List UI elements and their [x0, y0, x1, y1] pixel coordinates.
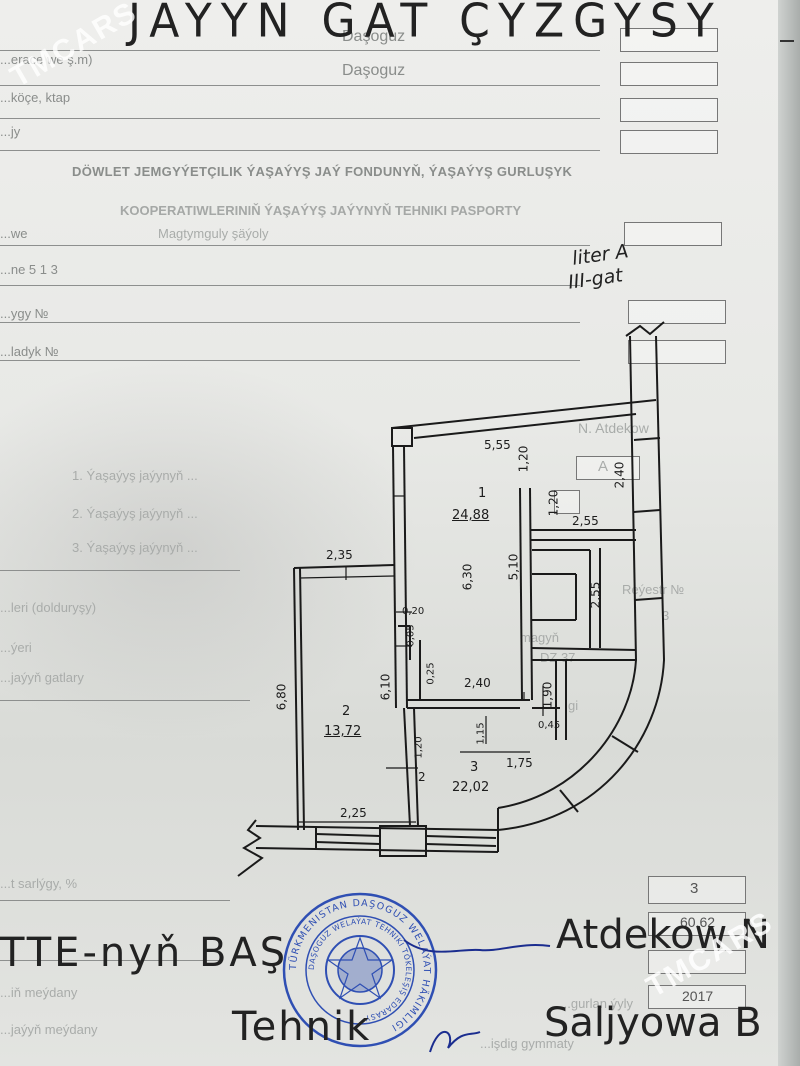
bg-liter: A: [598, 458, 609, 475]
bg-magyn: magyň: [520, 630, 560, 645]
field-box: [648, 912, 746, 936]
field-label: ...ladyk №: [0, 344, 59, 359]
tech-signature-label: Tehnik: [232, 1004, 372, 1050]
dimension-label: 6,80: [274, 683, 289, 711]
field-label: ...ygy №: [0, 306, 49, 321]
dimension-label: 0,25: [425, 662, 437, 685]
field-label: ...ne 5 1 3: [0, 262, 58, 277]
field-label: ...we: [0, 226, 28, 241]
dimension-label: 2,55: [588, 581, 603, 609]
field-rule: [0, 50, 600, 51]
owner-label: Magtymguly şäýoly: [158, 226, 269, 241]
dimension-label: 0,05: [405, 624, 417, 647]
field-rule: [0, 900, 230, 901]
signatory-name-2: Saljyowa B: [544, 1000, 762, 1046]
field-box: [624, 222, 722, 246]
field-rule: [0, 960, 220, 961]
room-number: 2: [342, 704, 351, 719]
room-number: 1: [478, 486, 487, 501]
field-label: ...jy: [0, 124, 21, 139]
signatory-name-1: Atdekow N: [556, 912, 770, 958]
bg-gi: gi: [568, 698, 579, 713]
field-rule: [0, 285, 580, 286]
paper-shadow: [0, 360, 420, 740]
field-box: [648, 985, 746, 1009]
field-label: ...erace we ş.m): [0, 52, 93, 67]
field-box: [628, 340, 726, 364]
city-label: Daşoguz: [342, 62, 406, 79]
footer-value-3: 3: [690, 880, 699, 897]
room-area: 13,72: [324, 724, 362, 739]
dimension-label: 5,10: [506, 553, 521, 581]
footer-value-year: 2017: [682, 988, 714, 1004]
field-box: [620, 130, 718, 154]
official-stamp: TÜRKMENISTAN DAŞOGUZ WELAÝAT HÄKIMLIGI D…: [282, 892, 438, 1048]
room-number: 3: [470, 760, 479, 775]
field-label: ...köçe, ktap: [0, 90, 71, 105]
room-area: 22,02: [452, 780, 490, 795]
liter-box: [576, 456, 640, 480]
field-box: [620, 62, 718, 86]
plan-walls: [237, 321, 665, 877]
field-box: [648, 950, 746, 974]
dimension-label: 2,25: [340, 806, 367, 820]
field-rule: [0, 118, 600, 119]
dimension-label: 1,20: [516, 445, 531, 473]
dimension-label: 2,40: [464, 676, 491, 690]
footer-label: ...iň meýdany: [0, 985, 78, 1000]
bg-item: 1. Ýaşaýyş jaýynyň ...: [72, 468, 198, 483]
dimension-label: 6,10: [378, 673, 393, 701]
bg-item: 3. Ýaşaýyş jaýynyň ...: [72, 540, 198, 555]
room-area: 24,88: [452, 508, 490, 523]
dimension-label: 5,55: [484, 438, 511, 452]
column: [391, 427, 413, 447]
reg-box: [554, 490, 580, 514]
field-box: [620, 98, 718, 122]
footer-label: ...gurlan ýyly: [560, 996, 633, 1011]
field-rule: [0, 570, 240, 571]
city-label: Daşoguz: [342, 28, 406, 45]
bg-reg-value: 3: [662, 608, 670, 623]
field-rule: [0, 245, 590, 246]
bg-item: 2. Ýaşaýyş jaýynyň ...: [72, 506, 198, 521]
page-edge: [778, 0, 800, 1066]
dimension-label: 1,20: [413, 736, 425, 759]
column: [379, 825, 427, 857]
dimension-label: 1,20: [546, 489, 561, 517]
footer-label: ...jaýyň meýdany: [0, 1022, 98, 1037]
field-rule: [0, 322, 580, 323]
bg-reg-label: Reýestr №: [622, 582, 685, 597]
field-rule: [0, 85, 600, 86]
field-rule: [0, 360, 580, 361]
org-signature-label: TTE-nyň BAŞ: [0, 930, 289, 976]
bg-label: ...ýeri: [0, 640, 32, 655]
dimension-label: 0,45: [538, 720, 561, 731]
dimension-label: 6,30: [460, 563, 475, 591]
dimension-label: 2,55: [572, 514, 599, 528]
bg-label: ...leri (dolduryşy): [0, 600, 97, 615]
plan-title: JAYYN GAT ÇYZGYSY: [128, 0, 723, 49]
dimension-label: 1,75: [506, 756, 533, 770]
field-box: [620, 28, 718, 52]
dimension-label: 0,20: [402, 606, 425, 617]
field-box: [648, 876, 746, 904]
signature: [403, 939, 551, 1053]
footer-value-area: 60,62: [680, 914, 716, 930]
bg-label: ...jaýyň gatlary: [0, 670, 84, 685]
field-box: [628, 300, 726, 324]
dimension-label: 2: [418, 770, 426, 784]
field-rule: [0, 150, 600, 151]
footer-label: ...işdig gymmaty: [480, 1036, 574, 1051]
dimension-label: 1,15: [475, 722, 487, 745]
field-rule: [0, 700, 250, 701]
passport-sheet: [0, 0, 780, 1066]
footer-label: ...t sarlýgy, %: [0, 876, 78, 891]
doc-title-line-2: KOOPERATIWLERINIŇ ÝAŞAÝYŞ JAÝYNYŇ TEHNIK…: [120, 203, 522, 218]
doc-title-line-1: DÖWLET JEMGYÝETÇILIK ÝAŞAÝYŞ JAÝ FONDUNY…: [72, 164, 573, 179]
dimension-label: 2,35: [326, 548, 353, 562]
dimension-label: 2,40: [612, 461, 627, 489]
dimension-label: 1,90: [540, 681, 555, 709]
dimension-lines: [298, 495, 544, 823]
